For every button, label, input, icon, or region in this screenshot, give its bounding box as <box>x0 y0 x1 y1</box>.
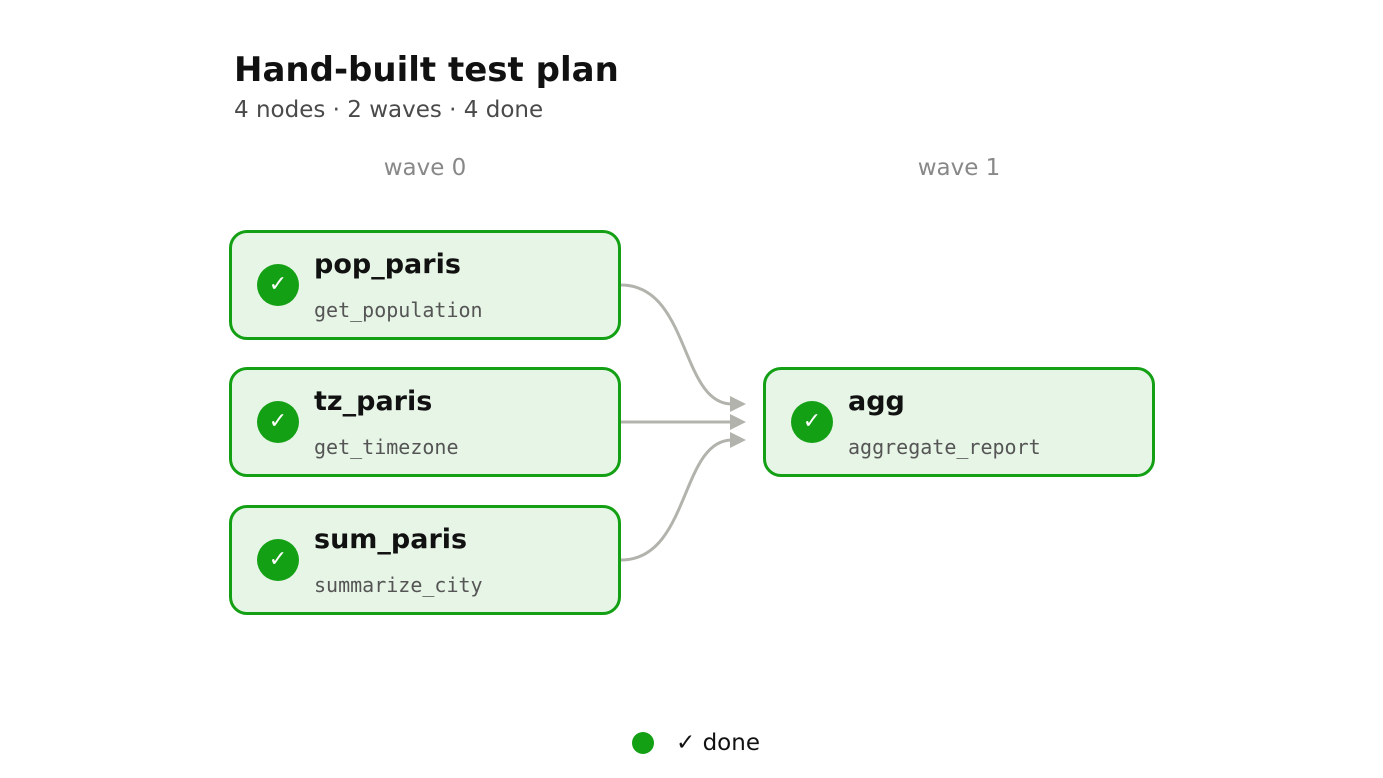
node-agg[interactable]: ✓ agg aggregate_report <box>763 367 1155 477</box>
node-name: agg <box>848 386 905 417</box>
arrowhead-icon <box>730 414 746 430</box>
edge-pop-paris-to-agg <box>620 283 733 406</box>
edge-sum-paris-to-agg <box>620 438 733 562</box>
check-icon: ✓ <box>257 401 299 443</box>
node-pop-paris[interactable]: ✓ pop_paris get_population <box>229 230 621 340</box>
node-name: pop_paris <box>314 249 461 280</box>
node-function: summarize_city <box>314 573 483 597</box>
arrowhead-icon <box>730 396 746 412</box>
status-dot-icon <box>632 732 654 754</box>
arrowhead-icon <box>730 432 746 448</box>
wave-0-label: wave 0 <box>383 155 467 181</box>
wave-1-label: wave 1 <box>917 155 1001 181</box>
check-icon: ✓ <box>257 264 299 306</box>
legend: ✓ done <box>632 728 760 758</box>
node-tz-paris[interactable]: ✓ tz_paris get_timezone <box>229 367 621 477</box>
node-function: get_population <box>314 298 483 322</box>
check-icon: ✓ <box>257 539 299 581</box>
check-icon: ✓ <box>791 401 833 443</box>
node-name: sum_paris <box>314 524 468 555</box>
node-name: tz_paris <box>314 386 433 417</box>
diagram-title: Hand-built test plan <box>234 50 619 90</box>
node-function: aggregate_report <box>848 435 1041 459</box>
node-function: get_timezone <box>314 435 459 459</box>
node-sum-paris[interactable]: ✓ sum_paris summarize_city <box>229 505 621 615</box>
legend-label: ✓ done <box>676 730 760 756</box>
diagram-subtitle: 4 nodes · 2 waves · 4 done <box>234 97 544 123</box>
